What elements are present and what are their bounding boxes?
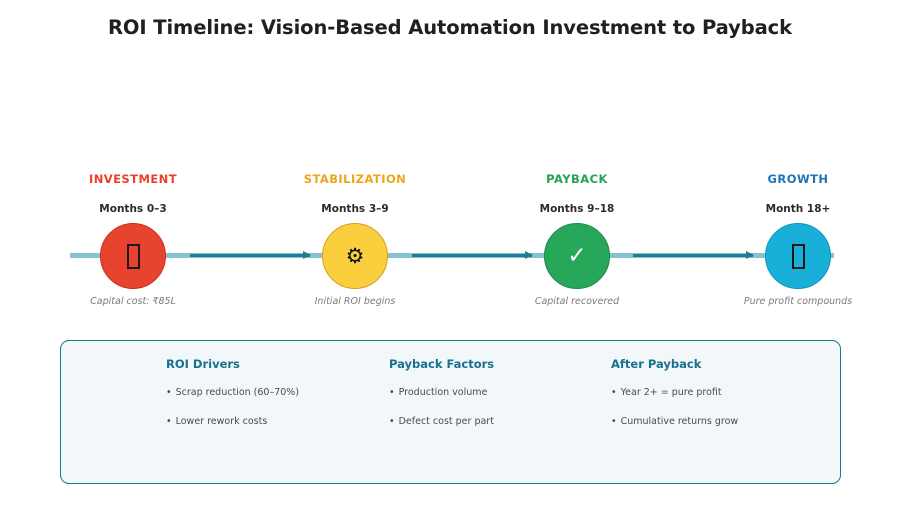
summary-column-after-payback: After Payback •Year 2+ = pure profit •Cu… bbox=[611, 357, 841, 445]
list-item: •Defect cost per part bbox=[389, 416, 619, 427]
stage-label: INVESTMENT bbox=[88, 172, 178, 186]
bullet-icon: • bbox=[611, 387, 617, 398]
stage-marker-circle[interactable] bbox=[100, 223, 166, 289]
stage-period: Month 18+ bbox=[765, 203, 831, 215]
column-title: ROI Drivers bbox=[166, 357, 240, 371]
stage-caption: Capital cost: ₹85L bbox=[90, 296, 176, 307]
summary-column-roi-drivers: ROI Drivers •Scrap reduction (60–70%) •L… bbox=[166, 357, 396, 445]
arrow-head-icon bbox=[303, 251, 311, 260]
page-title: ROI Timeline: Vision-Based Automation In… bbox=[108, 16, 792, 39]
stage-marker-circle[interactable]: ✓ bbox=[544, 223, 610, 289]
stage-period: Months 9–18 bbox=[539, 203, 615, 215]
summary-columns: ROI Drivers •Scrap reduction (60–70%) •L… bbox=[61, 341, 842, 485]
stage-period: Months 3–9 bbox=[321, 203, 389, 215]
stage-marker-circle[interactable]: ⚙ bbox=[322, 223, 388, 289]
missing-glyph-icon bbox=[791, 243, 805, 269]
list-item-label: Year 2+ = pure profit bbox=[620, 387, 722, 398]
list-item-label: Cumulative returns grow bbox=[620, 416, 739, 427]
bullet-icon: • bbox=[166, 416, 172, 427]
list-item-label: Production volume bbox=[398, 387, 488, 398]
stage-label: STABILIZATION bbox=[303, 172, 407, 186]
bullet-icon: • bbox=[389, 416, 395, 427]
list-item: •Lower rework costs bbox=[166, 416, 396, 427]
stage-caption: Initial ROI begins bbox=[314, 296, 396, 307]
summary-column-payback-factors: Payback Factors •Production volume •Defe… bbox=[389, 357, 619, 445]
stage-caption: Capital recovered bbox=[534, 296, 620, 307]
column-title: Payback Factors bbox=[389, 357, 495, 371]
stage-caption: Pure profit compounds bbox=[743, 296, 853, 307]
missing-glyph-icon bbox=[126, 243, 140, 269]
stage-label: GROWTH bbox=[767, 172, 829, 186]
bullet-icon: • bbox=[611, 416, 617, 427]
list-item: •Production volume bbox=[389, 387, 619, 398]
timeline-stage-investment[interactable]: INVESTMENT Months 0–3 Capital cost: ₹85L bbox=[33, 0, 233, 330]
timeline-stage-growth[interactable]: GROWTH Month 18+ Pure profit compounds bbox=[698, 0, 898, 330]
timeline-connector-1 bbox=[190, 251, 311, 260]
timeline-connector-2 bbox=[412, 251, 533, 260]
list-item: •Year 2+ = pure profit bbox=[611, 387, 841, 398]
list-item-label: Scrap reduction (60–70%) bbox=[175, 387, 300, 398]
summary-panel: ROI Drivers •Scrap reduction (60–70%) •L… bbox=[60, 340, 841, 484]
check-icon: ✓ bbox=[567, 242, 587, 269]
stage-marker-circle[interactable] bbox=[765, 223, 831, 289]
list-item: •Scrap reduction (60–70%) bbox=[166, 387, 396, 398]
arrow-head-icon bbox=[746, 251, 754, 260]
bullet-icon: • bbox=[166, 387, 172, 398]
arrow-head-icon bbox=[525, 251, 533, 260]
stage-period: Months 0–3 bbox=[99, 203, 167, 215]
timeline-stage-payback[interactable]: PAYBACK Months 9–18 ✓ Capital recovered bbox=[477, 0, 677, 330]
list-item: •Cumulative returns grow bbox=[611, 416, 841, 427]
list-item-label: Lower rework costs bbox=[175, 416, 268, 427]
gear-icon: ⚙ bbox=[345, 243, 365, 268]
roi-timeline: INVESTMENT Months 0–3 Capital cost: ₹85L… bbox=[33, 0, 898, 330]
timeline-connector-3 bbox=[633, 251, 754, 260]
stage-label: PAYBACK bbox=[546, 172, 608, 186]
column-title: After Payback bbox=[611, 357, 702, 371]
list-item-label: Defect cost per part bbox=[398, 416, 494, 427]
timeline-stage-stabilization[interactable]: STABILIZATION Months 3–9 ⚙ Initial ROI b… bbox=[255, 0, 455, 330]
bullet-icon: • bbox=[389, 387, 395, 398]
